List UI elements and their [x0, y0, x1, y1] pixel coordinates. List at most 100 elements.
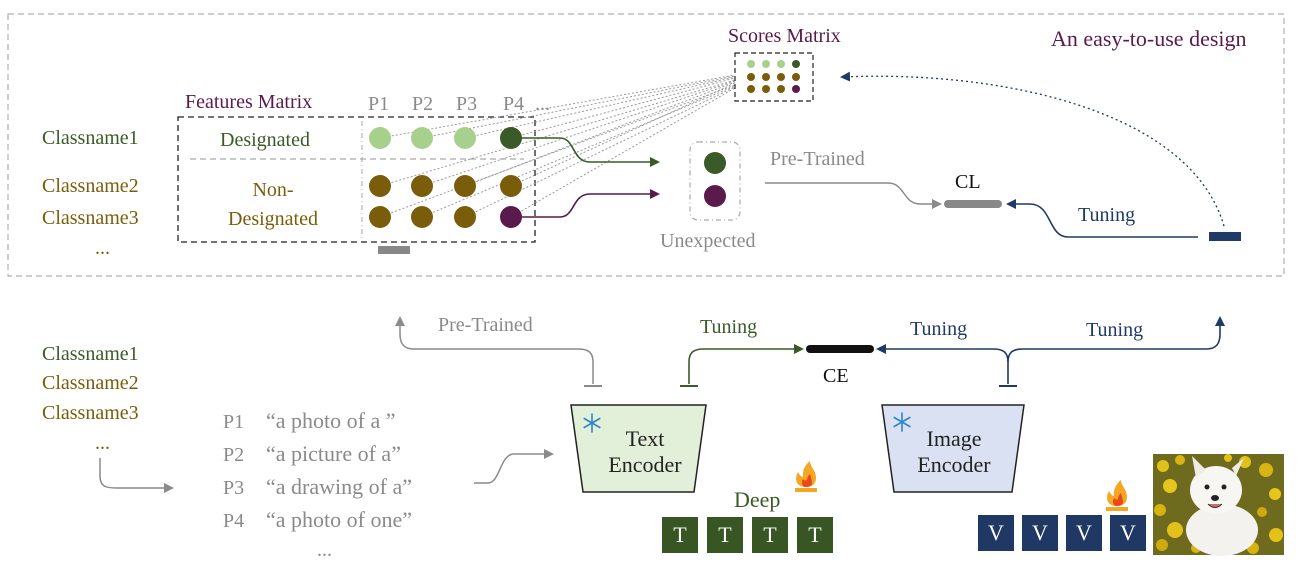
- image-to-scores-arc: [840, 71, 1225, 227]
- scores-matrix-box: [734, 52, 814, 102]
- non-designated-label: Non- Designated: [228, 179, 318, 230]
- feature-dot: [454, 175, 476, 197]
- image-encoder-label: Image Encoder: [917, 426, 991, 478]
- score-dot: [762, 85, 770, 93]
- feature-dot: [369, 127, 391, 149]
- text-encoder-shape: [570, 404, 707, 493]
- image-encoder-tuning-arrow: [876, 344, 1009, 384]
- feature-to-score-links: [379, 74, 736, 218]
- text-encoder-pretrained-arrow: [395, 316, 594, 384]
- image-encoder-tuning-up-arrow: [1007, 316, 1225, 363]
- feature-dot: [411, 206, 433, 228]
- prompt-header-p4: P4: [503, 93, 525, 115]
- top-pretrained-label: Pre-Trained: [770, 148, 865, 170]
- ce-label: CE: [823, 365, 849, 387]
- image-encoder-shape: [881, 404, 1025, 493]
- score-dot: [747, 60, 755, 68]
- bottom-classname-ellipsis: ...: [95, 432, 110, 454]
- image-feature-bar: [1209, 232, 1241, 241]
- feature-dot: [454, 127, 476, 149]
- feature-dot: [454, 206, 476, 228]
- score-dot: [777, 73, 785, 81]
- image-token: V: [1022, 515, 1058, 551]
- text-token: T: [662, 517, 698, 553]
- bottom-classname-3: Classname3: [42, 402, 139, 424]
- prompt-header-p2: P2: [412, 93, 434, 115]
- cl-label: CL: [955, 171, 981, 193]
- score-dot: [792, 60, 800, 68]
- purple-to-unexpected-arrow: [522, 189, 660, 218]
- text-tuning-label: Tuning: [700, 316, 758, 338]
- bottom-classname-1: Classname1: [42, 343, 139, 365]
- top-panel-frame: [7, 13, 1285, 277]
- feature-dot: [369, 206, 391, 228]
- text-token-row: T T T T: [662, 517, 834, 553]
- unexpected-purple-dot: [704, 185, 726, 207]
- right-tuning-label: Tuning: [1086, 319, 1144, 341]
- prompt-header-ellipsis: ...: [535, 93, 550, 115]
- designated-to-unexpected-arrow: [522, 137, 660, 167]
- text-token: T: [707, 517, 743, 553]
- prompt-text-p3: “a drawing of a”: [266, 474, 412, 499]
- top-tuning-label: Tuning: [1078, 204, 1136, 226]
- prompt-text-p4: “a photo of one”: [266, 507, 412, 532]
- top-classname-ellipsis: ...: [95, 237, 110, 259]
- features-matrix-label: Features Matrix: [185, 91, 313, 113]
- panel-title: An easy-to-use design: [1051, 26, 1247, 51]
- unexpected-green-dot: [704, 152, 726, 174]
- image-token: V: [1066, 515, 1102, 551]
- text-encoder-tuning-arrow: [688, 344, 804, 384]
- tuning-to-cl-arrow: [1006, 199, 1198, 238]
- bottom-pretrained-label: Pre-Trained: [438, 314, 533, 336]
- prompt-id-p1: P1: [223, 411, 245, 433]
- feature-dots: [369, 127, 522, 228]
- feature-dot: [500, 127, 522, 149]
- image-tuning-label: Tuning: [910, 318, 968, 340]
- feature-dot: [500, 206, 522, 228]
- unexpected-label: Unexpected: [660, 230, 756, 252]
- feature-dot: [411, 127, 433, 149]
- text-token: T: [752, 517, 788, 553]
- dog-photo: [1153, 454, 1284, 556]
- flame-icon: [795, 461, 817, 492]
- score-dot: [747, 85, 755, 93]
- score-dot: [792, 85, 800, 93]
- prompt-id-p2: P2: [223, 444, 245, 466]
- top-classname-3: Classname3: [42, 207, 139, 229]
- text-encoder-label: Text Encoder: [608, 426, 682, 478]
- prompt-header-p3: P3: [456, 93, 478, 115]
- image-token-row: V V V V: [978, 515, 1150, 551]
- scores-matrix-dots: [747, 60, 800, 93]
- pretrained-to-cl-arrow: [765, 182, 942, 209]
- text-deep-label: Deep: [734, 487, 781, 512]
- score-dot: [777, 60, 785, 68]
- flame-icon: [1106, 480, 1128, 511]
- feature-dot: [411, 175, 433, 197]
- features-matrix-handle: [378, 246, 410, 254]
- unexpected-box: [689, 141, 741, 221]
- designated-label: Designated: [220, 129, 310, 151]
- cl-bar: [944, 200, 1002, 208]
- bottom-classname-2: Classname2: [42, 372, 139, 394]
- image-token: V: [978, 515, 1014, 551]
- score-dot: [777, 85, 785, 93]
- score-dot: [792, 73, 800, 81]
- score-dot: [762, 73, 770, 81]
- top-classname-2: Classname2: [42, 175, 139, 197]
- prompts-ellipsis: ...: [317, 539, 332, 561]
- image-token: V: [1110, 515, 1146, 551]
- prompt-id-p4: P4: [223, 510, 245, 532]
- snowflake-icon: [583, 413, 601, 433]
- feature-dot: [500, 175, 522, 197]
- ce-bar: [806, 345, 874, 353]
- prompt-text-p2: “a picture of a”: [266, 441, 401, 466]
- prompt-header-p1: P1: [368, 93, 390, 115]
- score-dot: [747, 73, 755, 81]
- prompt-id-p3: P3: [223, 477, 245, 499]
- prompt-text-p1: “a photo of a ”: [266, 408, 396, 433]
- feature-dot: [369, 175, 391, 197]
- top-classname-1: Classname1: [42, 127, 139, 149]
- classnames-to-prompts-arrow: [99, 458, 174, 493]
- text-token: T: [797, 517, 833, 553]
